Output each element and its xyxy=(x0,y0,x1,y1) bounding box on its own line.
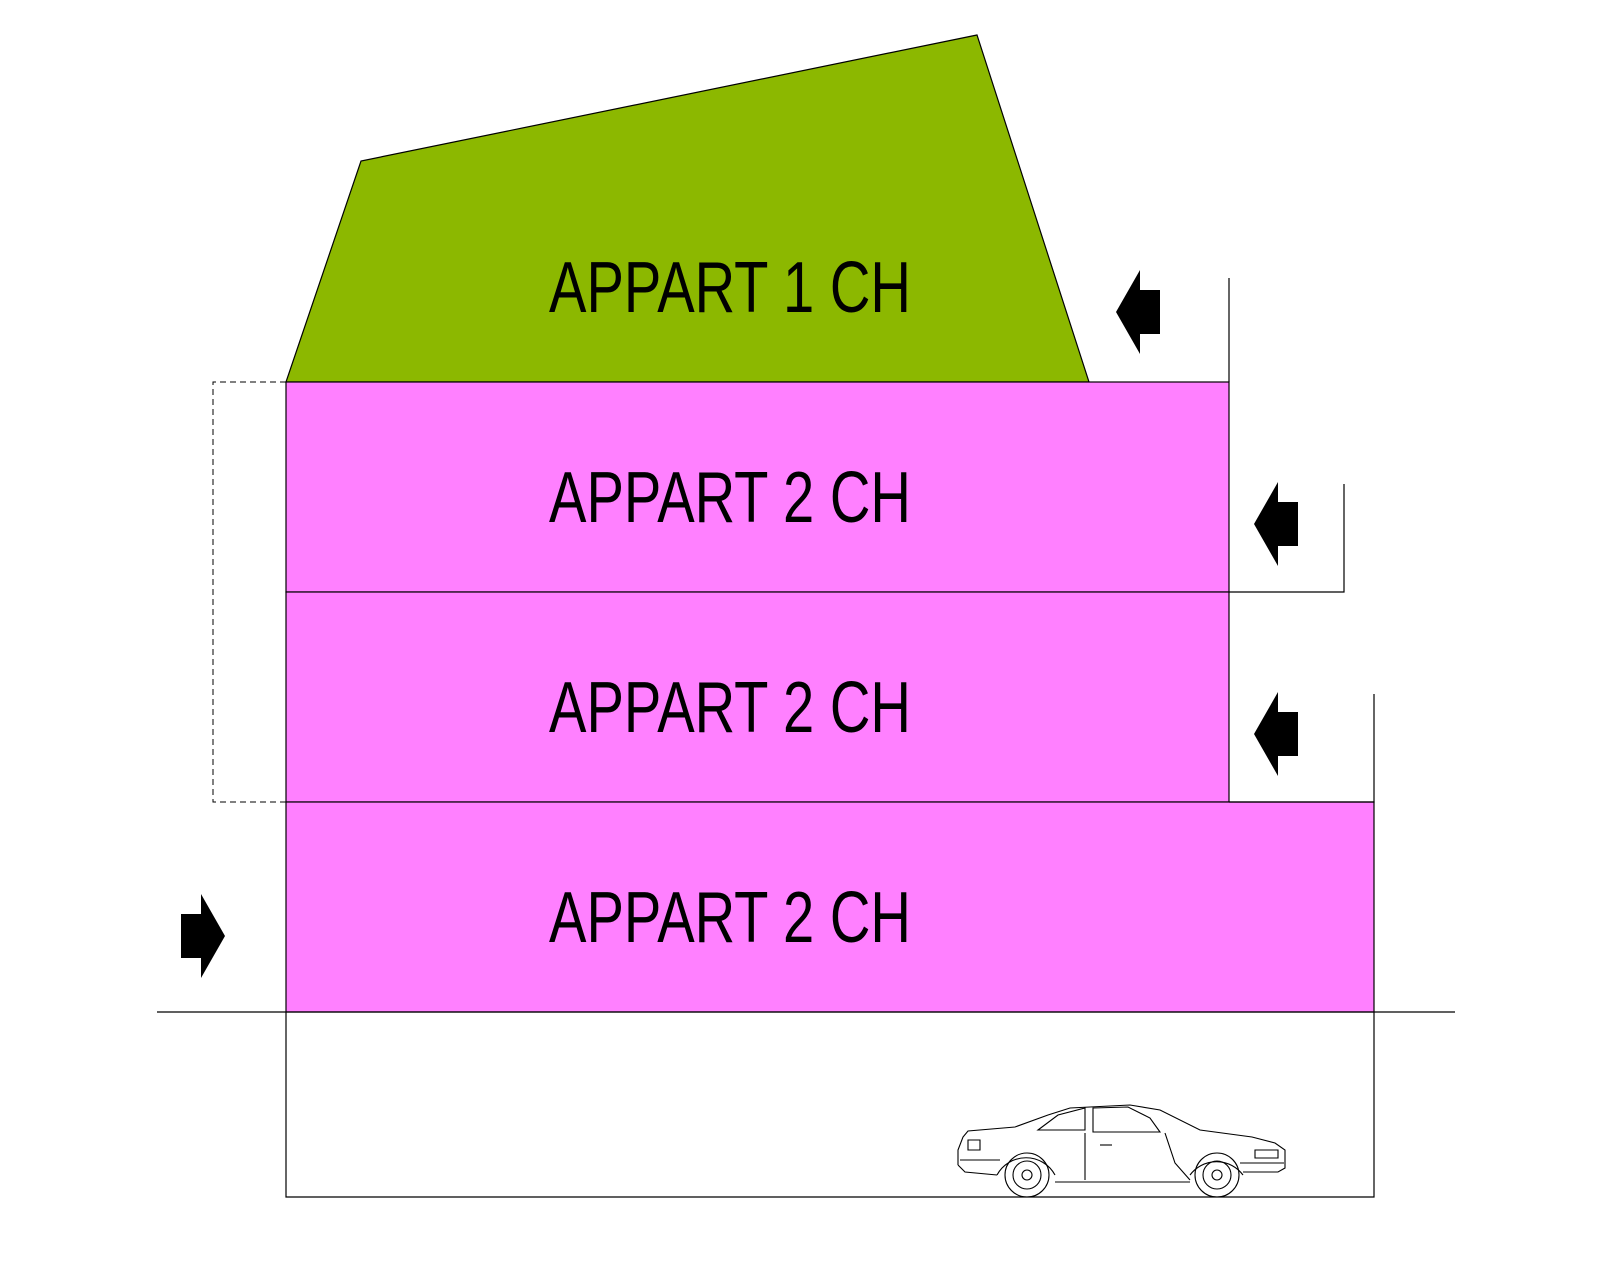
car-icon xyxy=(957,1104,1286,1198)
unit-label-third: APPART 2 CH xyxy=(549,457,911,537)
arrow-left-icon xyxy=(1254,482,1298,566)
parking-level-outline xyxy=(285,1012,1375,1198)
unit-label-first: APPART 2 CH xyxy=(549,877,911,957)
unit-third-floor xyxy=(285,381,1230,593)
unit-top-floor xyxy=(285,34,1090,383)
arrow-right-icon xyxy=(181,894,225,978)
unit-label-second: APPART 2 CH xyxy=(549,667,911,747)
unit-first-floor xyxy=(285,801,1375,1013)
third-floor-terrace-line xyxy=(1229,484,1345,593)
arrow-left-icon xyxy=(1254,692,1298,776)
second-floor-terrace-line xyxy=(1229,694,1375,803)
unit-label-top: APPART 1 CH xyxy=(549,247,911,327)
unit-second-floor xyxy=(285,591,1230,803)
arrow-left-icon xyxy=(1116,270,1160,354)
dashed-balcony-outline xyxy=(212,381,286,803)
